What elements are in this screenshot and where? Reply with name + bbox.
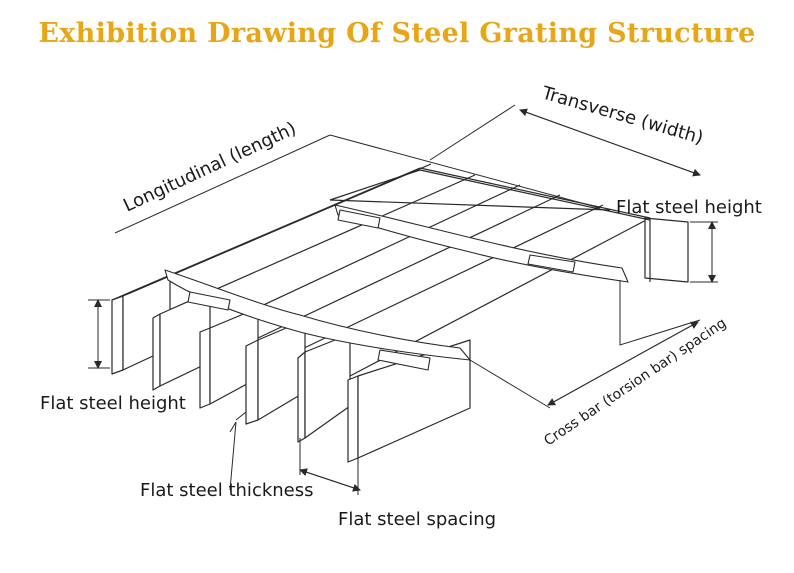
label-flat-steel-height-right: Flat steel height — [616, 197, 762, 218]
label-longitudinal: Longitudinal (length) — [120, 118, 299, 217]
label-cross-bar-spacing: Cross bar (torsion bar) spacing — [541, 315, 729, 449]
bearing-bar-front-faces — [111, 275, 471, 463]
label-flat-steel-height-left: Flat steel height — [40, 393, 186, 414]
label-flat-steel-spacing: Flat steel spacing — [338, 509, 496, 530]
far-end-plate — [644, 217, 689, 283]
label-flat-steel-thickness: Flat steel thickness — [140, 480, 314, 501]
diagram-title: Exhibition Drawing Of Steel Grating Stru… — [38, 18, 756, 49]
twisted-cross-bars — [164, 204, 629, 371]
label-transverse: Transverse (width) — [539, 82, 706, 148]
